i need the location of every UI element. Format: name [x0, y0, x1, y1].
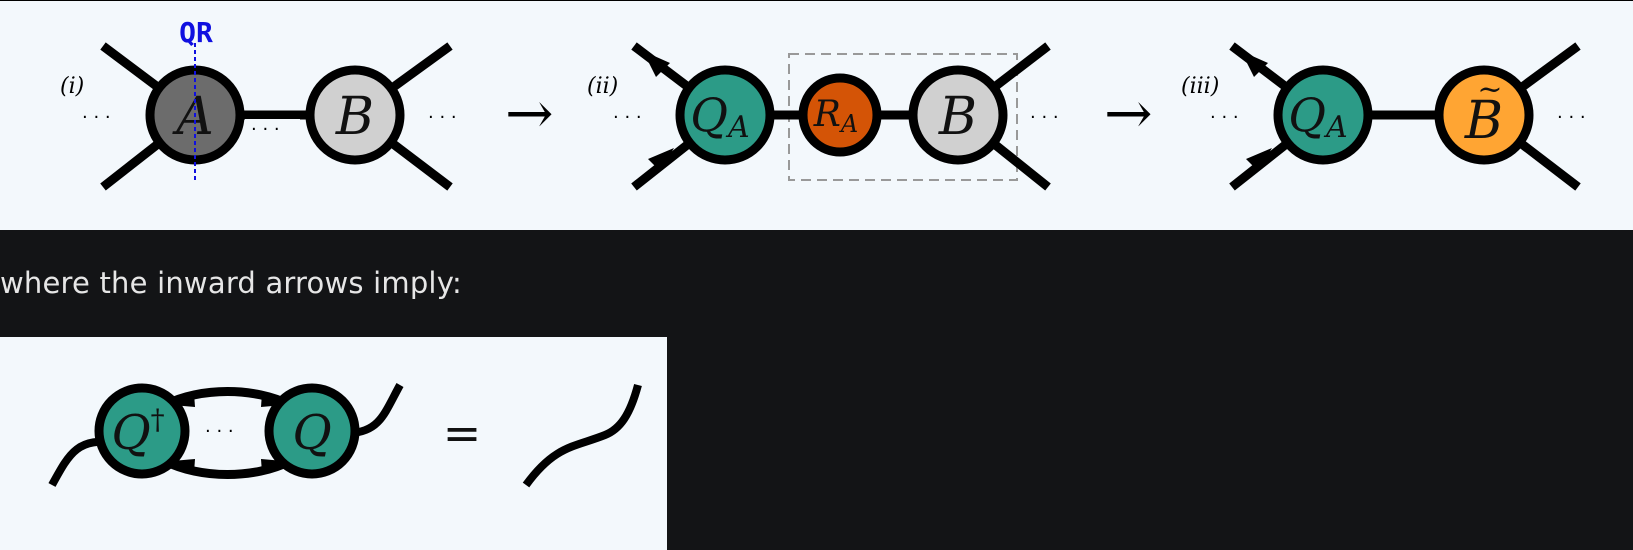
node-b — [305, 65, 405, 165]
step-iii-label: (iii) — [1181, 74, 1219, 99]
part-i: (i) · · · · · · A B QR · · · — [60, 16, 457, 191]
node-q — [264, 383, 360, 479]
node-btilde-label: B — [1464, 91, 1503, 151]
loop-bottom — [162, 456, 293, 479]
node-qa3-label: QA — [1288, 88, 1347, 145]
tensor-network-diagram: (i) · · · · · · A B QR · · · → (ii) · · … — [60, 16, 1586, 191]
inward-arrow-icon — [648, 148, 674, 171]
caption-text: where the inward arrows imply: — [0, 266, 462, 300]
identity-diagram: Q† Q · · · = — [48, 383, 642, 488]
transition-arrow-2: → — [1104, 79, 1153, 147]
node-qa3 — [1273, 65, 1373, 165]
qr-label: QR — [179, 16, 213, 49]
node-b2 — [908, 65, 1008, 165]
dots-left-ii: · · · — [613, 107, 642, 128]
bottom-diagram-panel: Q† Q · · · = — [0, 337, 667, 550]
node-b2-label: B — [938, 87, 977, 147]
bond-dots: · · · — [251, 119, 280, 140]
inward-arrow-icon — [1246, 148, 1272, 171]
part-iii: (iii) · · · QA B ~ · · · — [1181, 42, 1586, 191]
dots-left-i: · · · — [82, 107, 111, 128]
node-q-dagger-label: Q† — [111, 403, 164, 461]
dots-left-iii: · · · — [1210, 107, 1239, 128]
node-qa-label: QA — [690, 88, 749, 145]
equals-sign: = — [443, 406, 482, 460]
middle-dots: · · · — [205, 421, 234, 442]
dots-right-iii: · · · — [1557, 107, 1586, 128]
dots-right-ii: · · · — [1030, 107, 1059, 128]
node-qa — [675, 65, 775, 165]
node-q-dagger — [94, 383, 190, 479]
step-i-label: (i) — [60, 74, 84, 99]
node-q-label: Q — [292, 405, 331, 461]
node-b-label: B — [335, 87, 374, 147]
node-ra-label: RA — [813, 94, 858, 138]
node-ra — [798, 73, 882, 157]
node-btilde — [1434, 65, 1534, 165]
inward-arrow-icon — [1241, 51, 1268, 77]
inward-arrow-icon — [643, 51, 670, 77]
part-ii: (ii) · · · QA RA B · · · — [587, 42, 1059, 191]
transition-arrow-1: → — [505, 79, 554, 147]
dots-right-i: · · · — [428, 107, 457, 128]
top-diagram-panel: (i) · · · · · · A B QR · · · → (ii) · · … — [0, 0, 1633, 230]
inward-arrow-icon — [172, 459, 195, 473]
node-a-label: A — [172, 87, 214, 147]
node-btilde-tilde: ~ — [1477, 72, 1502, 107]
identity-wire — [522, 383, 642, 488]
step-ii-label: (ii) — [587, 74, 618, 99]
